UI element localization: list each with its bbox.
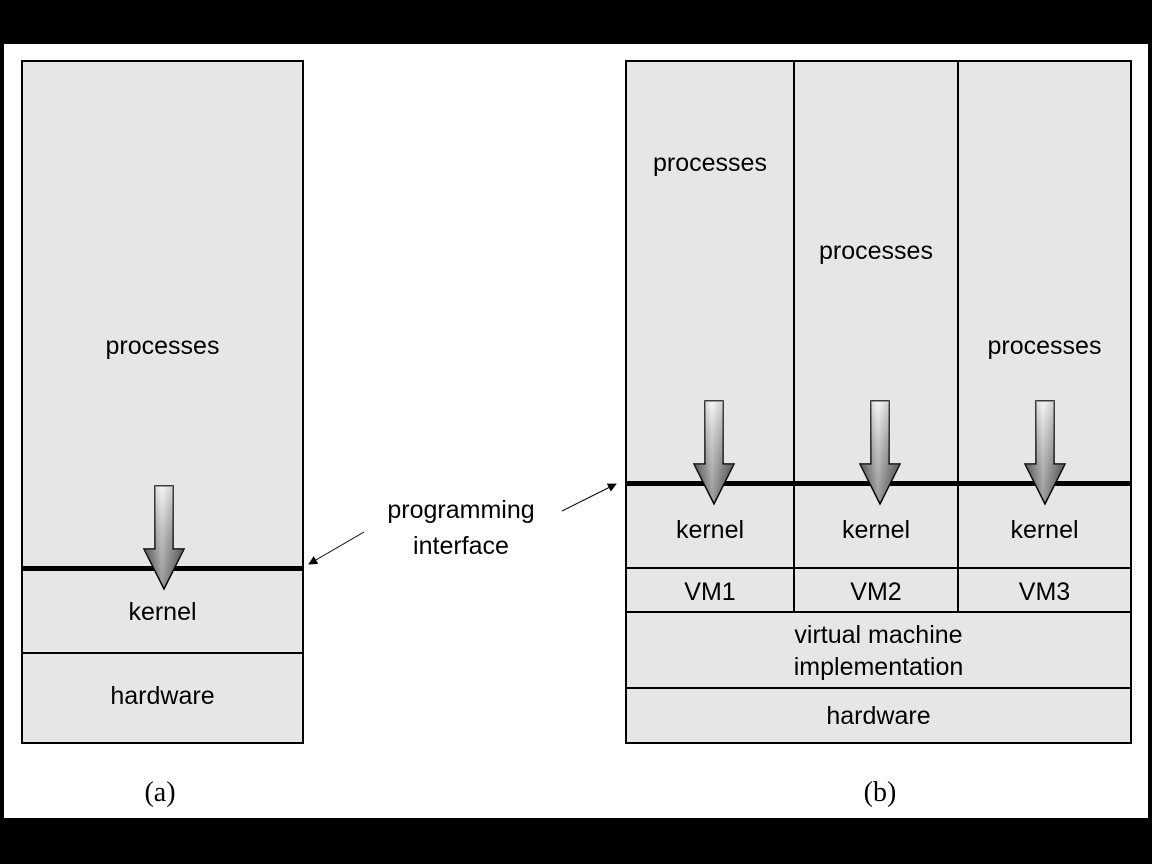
diagram-slide: processes kernel hardware (a) programmin… <box>4 44 1148 818</box>
diagram-b-caption: (b) <box>863 777 897 808</box>
vm1-down-arrow-icon <box>692 400 736 506</box>
diagram-a-caption: (a) <box>144 777 176 808</box>
diagram-b-column-divider-2 <box>957 60 959 613</box>
vm3-down-arrow-icon <box>1023 400 1067 506</box>
diagram-a-frame <box>21 60 304 744</box>
diagram-b-hardware-label: hardware <box>826 702 931 730</box>
diagram-a-kernel-hardware-divider <box>21 652 304 654</box>
vm1-label: VM1 <box>684 578 736 606</box>
programming-interface-pointer-right-icon <box>561 483 617 512</box>
vm1-processes-label: processes <box>653 149 767 177</box>
diagram-b-kernel-vm-divider <box>625 567 1132 569</box>
vm2-processes-label: processes <box>819 237 933 265</box>
vm2-down-arrow-icon <box>858 400 902 506</box>
diagram-a-hardware-label: hardware <box>110 682 215 710</box>
diagram-b-implementation-hardware-divider <box>625 687 1132 689</box>
programming-interface-label-line1: programming <box>387 496 535 524</box>
diagram-a-processes-label: processes <box>105 332 220 360</box>
vm2-label: VM2 <box>850 578 902 606</box>
diagram-a-kernel-label: kernel <box>128 598 197 626</box>
vm-implementation-label-line1: virtual machine <box>794 621 963 649</box>
vm3-label: VM3 <box>1018 578 1071 606</box>
diagram-b-vm-implementation-divider <box>625 611 1132 613</box>
diagram-b-column-divider-1 <box>793 60 795 613</box>
vm3-processes-label: processes <box>987 332 1102 360</box>
programming-interface-label-line2: interface <box>413 532 509 560</box>
vm-implementation-label-line2: implementation <box>793 653 964 681</box>
vm2-kernel-label: kernel <box>841 516 911 544</box>
diagram-a-down-arrow-icon <box>142 485 186 591</box>
vm3-kernel-label: kernel <box>1010 516 1079 544</box>
programming-interface-pointer-left-icon <box>308 531 365 565</box>
vm1-kernel-label: kernel <box>675 516 745 544</box>
arrows-overlay <box>142 400 1067 591</box>
